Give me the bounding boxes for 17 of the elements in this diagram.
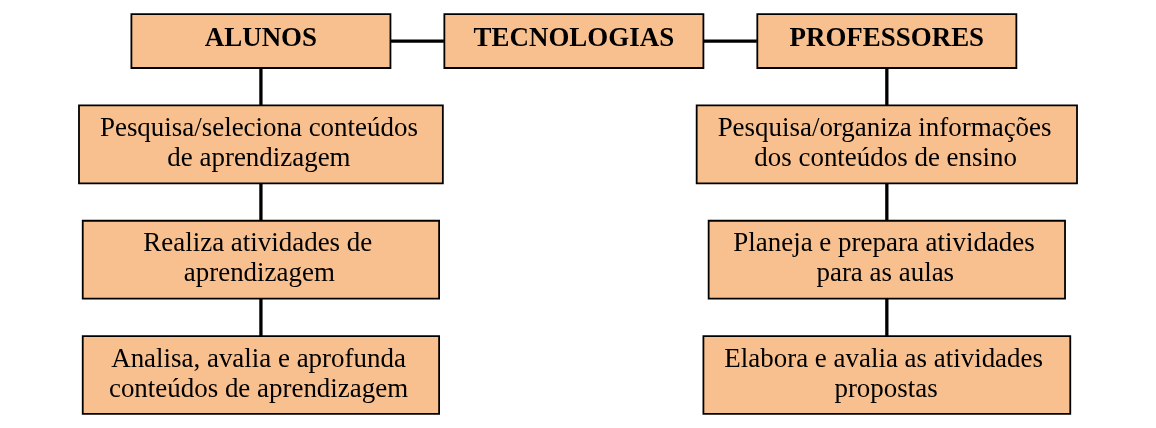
connector xyxy=(703,39,757,43)
node-box: Pesquisa/seleciona conteúdos de aprendizagem xyxy=(78,104,444,185)
connector xyxy=(885,298,889,336)
node-box: Elabora e avalia as atividades propostas xyxy=(702,335,1072,415)
connector xyxy=(259,298,263,336)
node-box: ALUNOS xyxy=(130,13,392,69)
connector xyxy=(259,183,263,221)
node-box: Analisa, avalia e aprofunda conteúdos de aprendizagem xyxy=(81,335,440,415)
node-box: Realiza atividades de aprendizagem xyxy=(81,219,440,300)
node-box: Pesquisa/organiza informações dos conteúdos de ensino xyxy=(695,104,1078,185)
connector xyxy=(259,68,263,106)
node-box: Planeja e prepara atividades para as aulas xyxy=(707,219,1066,300)
connector xyxy=(885,183,889,221)
connector xyxy=(390,39,444,43)
node-box: PROFESSORES xyxy=(756,13,1018,69)
node-box: TECNOLOGIAS xyxy=(443,13,705,69)
connector xyxy=(885,68,889,106)
